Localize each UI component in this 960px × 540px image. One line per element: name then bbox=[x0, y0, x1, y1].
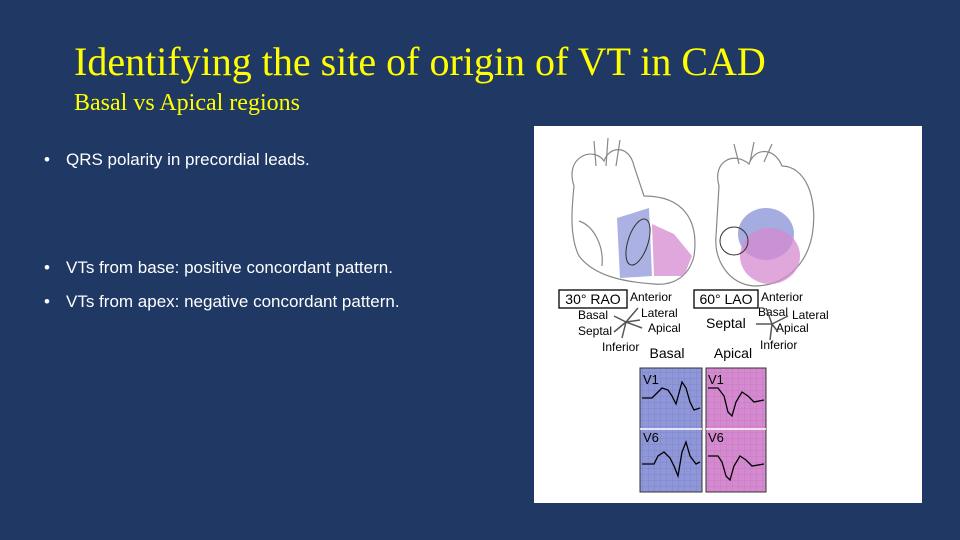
ecg-apical-panel bbox=[705, 367, 767, 493]
bullet-dot-icon: • bbox=[44, 150, 50, 169]
rao-lateral-label: Lateral bbox=[641, 306, 678, 320]
column-basal-label: Basal bbox=[649, 345, 684, 361]
ecg-trace-basal-v1 bbox=[642, 380, 701, 411]
heart-ecg-figure: 30° RAO Anterior Lateral Basal Apical Se… bbox=[534, 126, 922, 503]
slide-subtitle: Basal vs Apical regions bbox=[74, 90, 300, 116]
ecg-trace-apical-v1 bbox=[708, 387, 765, 418]
rao-apical-region bbox=[652, 224, 692, 276]
lead-v1-basal-label: V1 bbox=[643, 372, 659, 387]
lead-v1-apical-label: V1 bbox=[708, 372, 724, 387]
lao-basal-label: Basal bbox=[758, 305, 788, 319]
lao-lateral-label: Lateral bbox=[792, 308, 829, 322]
rao-apical-label: Apical bbox=[648, 321, 681, 335]
rao-label: 30° RAO bbox=[565, 291, 621, 307]
rao-axis-arrows-icon bbox=[613, 307, 643, 339]
column-apical-label: Apical bbox=[714, 345, 752, 361]
ecg-basal-panel bbox=[639, 367, 703, 493]
lao-apical-label: Apical bbox=[776, 321, 809, 335]
lao-axis-arrows-icon bbox=[756, 307, 789, 341]
bullet-text: VTs from base: positive concordant patte… bbox=[66, 258, 393, 277]
bullet-dot-icon: • bbox=[44, 292, 50, 311]
bullet-item: • VTs from apex: negative concordant patt… bbox=[44, 292, 400, 312]
bullet-item: • VTs from base: positive concordant patt… bbox=[44, 258, 393, 278]
ecg-trace-basal-v6 bbox=[642, 439, 701, 479]
bullet-text: QRS polarity in precordial leads. bbox=[66, 150, 310, 169]
lao-inferior-label: Inferior bbox=[760, 338, 797, 352]
lao-label-box bbox=[693, 289, 759, 309]
slide-title: Identifying the site of origin of VT in … bbox=[74, 39, 766, 84]
lao-septal-label: Septal bbox=[706, 315, 746, 331]
rao-anterior-label: Anterior bbox=[630, 290, 672, 304]
rao-septal-label: Septal bbox=[578, 324, 612, 338]
rao-inferior-label: Inferior bbox=[602, 340, 639, 354]
lao-label: 60° LAO bbox=[699, 291, 752, 307]
lao-apical-region bbox=[740, 228, 800, 284]
rao-basal-label: Basal bbox=[578, 308, 608, 322]
rao-label-box bbox=[558, 289, 628, 309]
lao-heart-illustration bbox=[715, 141, 815, 287]
lead-v6-basal-label: V6 bbox=[643, 430, 659, 445]
lead-v6-apical-label: V6 bbox=[708, 430, 724, 445]
rao-heart-illustration bbox=[571, 137, 696, 285]
ecg-trace-apical-v6 bbox=[708, 455, 765, 482]
bullet-text: VTs from apex: negative concordant patte… bbox=[66, 292, 400, 311]
rao-basal-region bbox=[617, 208, 652, 278]
bullet-dot-icon: • bbox=[44, 258, 50, 277]
lao-anterior-label: Anterior bbox=[761, 290, 803, 304]
bullet-item: • QRS polarity in precordial leads. bbox=[44, 150, 310, 170]
